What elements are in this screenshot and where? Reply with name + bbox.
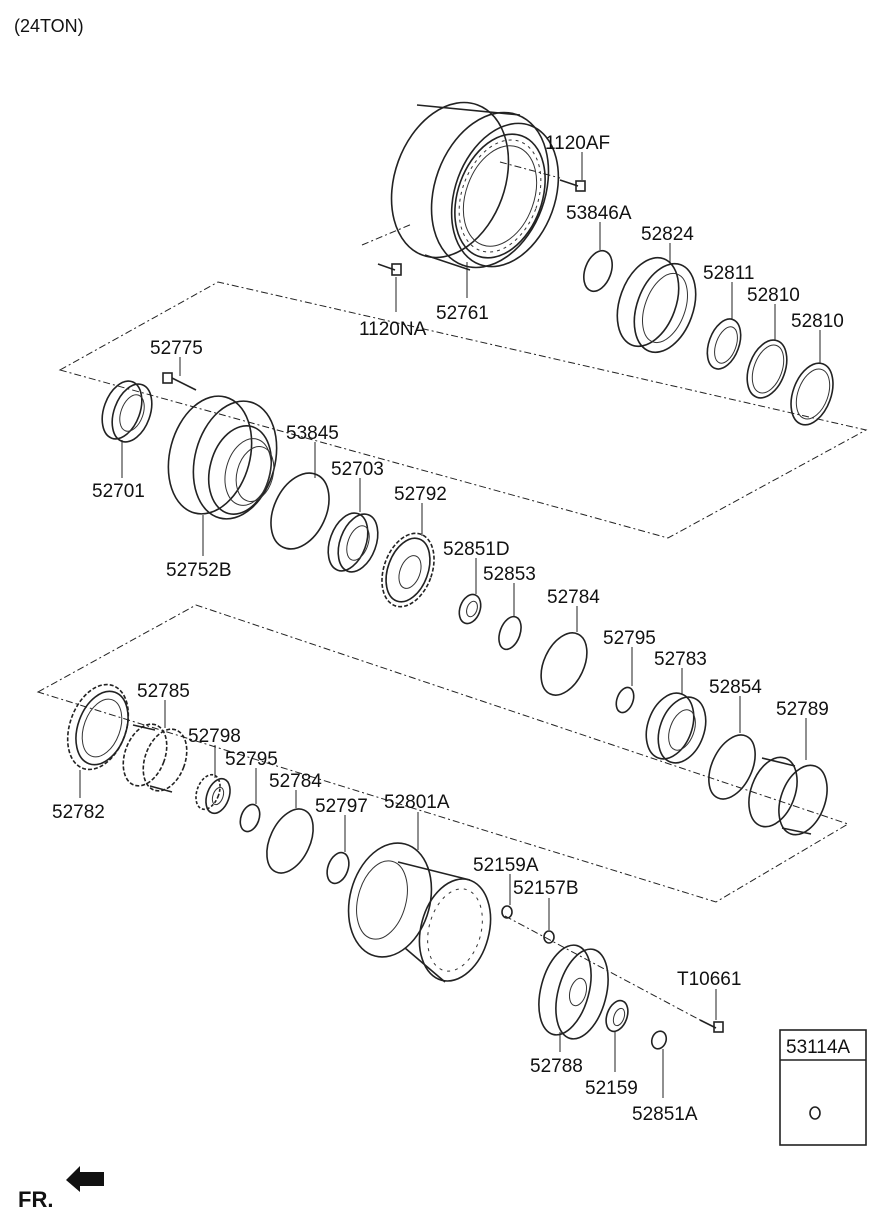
gear-ring-52782[interactable] [57,676,140,778]
part-label: 52783 [654,649,707,670]
seal-52811[interactable] [701,314,747,373]
part-label: 52824 [641,224,694,245]
part-label: 52784 [269,771,322,792]
part-label: 52159A [473,855,539,876]
part-label: 52854 [709,677,762,698]
part-labels: 1120AF 53846A 52824 52811 52810 52810 11… [52,133,844,1125]
part-label: 52851D [443,539,510,560]
part-label: 52798 [188,726,241,747]
part-label: 52788 [530,1056,583,1077]
nut-icon [809,1106,821,1120]
part-label: 52157B [513,878,579,899]
diagram-title: (24TON) [14,16,84,36]
bearing-52783[interactable] [638,687,715,770]
part-label: 52795 [603,628,656,649]
legend-box-53114A [779,1029,867,1146]
sleeve-52789[interactable] [740,751,836,842]
washer-52795-a[interactable] [613,685,637,715]
nut-52851A[interactable] [649,1029,668,1051]
carrier-52801A[interactable] [336,834,501,989]
cover-52788[interactable] [530,939,617,1044]
ring-52854[interactable] [700,728,765,807]
part-label: 52775 [150,338,203,359]
ring-52853[interactable] [495,614,525,653]
ring-52797[interactable] [323,850,353,887]
bearing-52701[interactable] [95,376,159,448]
hub-52752B[interactable] [156,387,289,529]
nut-52851D[interactable] [455,591,484,626]
part-label: 52701 [92,481,145,502]
part-label: 52785 [137,681,190,702]
front-arrow-icon [66,1166,104,1192]
needle-bearing-52798[interactable] [192,771,235,816]
seal-ring-52824[interactable] [606,249,707,361]
ring-52810-a[interactable] [740,335,794,404]
brake-drum-52761[interactable] [371,86,577,284]
part-label: T10661 [677,969,741,990]
part-label: 52811 [703,263,754,284]
part-label: 52752B [166,560,232,581]
bolt-T10661[interactable] [699,1019,724,1033]
legend-box-title: 53114A [786,1037,850,1058]
part-label: 52761 [436,303,489,324]
ring-52810-b[interactable] [783,357,841,430]
part-label: 53846A [566,203,632,224]
bolt-1120AF[interactable] [559,179,586,192]
gear-52785[interactable] [115,718,194,797]
part-label: 52703 [331,459,384,480]
assembly-outline-upper [58,281,868,539]
washer-52159[interactable] [602,998,632,1035]
part-label: 53845 [286,423,339,444]
part-label: 52853 [483,564,536,585]
cover-axis-line [504,915,701,1021]
plug-52157B[interactable] [543,930,555,944]
bearing-52703[interactable] [321,508,385,578]
drum-axis-line [361,161,561,246]
part-label: 52801A [384,792,450,813]
part-label: 52810 [747,285,800,306]
oring-53846A[interactable] [579,247,618,295]
assembly-outline-lower [36,604,850,903]
part-label: 52789 [776,699,829,720]
bolt-52775[interactable] [162,372,197,391]
bolt-1120NA[interactable] [377,263,402,276]
part-label: 52797 [315,796,368,817]
part-label: 52782 [52,802,105,823]
washer-52795-b[interactable] [237,802,263,834]
front-direction-label: FR. [18,1187,53,1211]
part-label: 52159 [585,1078,638,1099]
gear-52792[interactable] [372,526,443,614]
part-label: 52810 [791,311,844,332]
part-label: 52784 [547,587,600,608]
oring-52784-a[interactable] [532,626,596,703]
part-label: 1120AF [545,133,610,154]
washer-52159A[interactable] [501,905,513,919]
part-label: 52795 [225,749,278,770]
part-label: 52792 [394,484,447,505]
part-label: 52851A [632,1104,698,1125]
oring-52784-b[interactable] [258,802,323,881]
part-label: 1120NA [359,319,427,340]
oring-53845[interactable] [260,464,341,558]
